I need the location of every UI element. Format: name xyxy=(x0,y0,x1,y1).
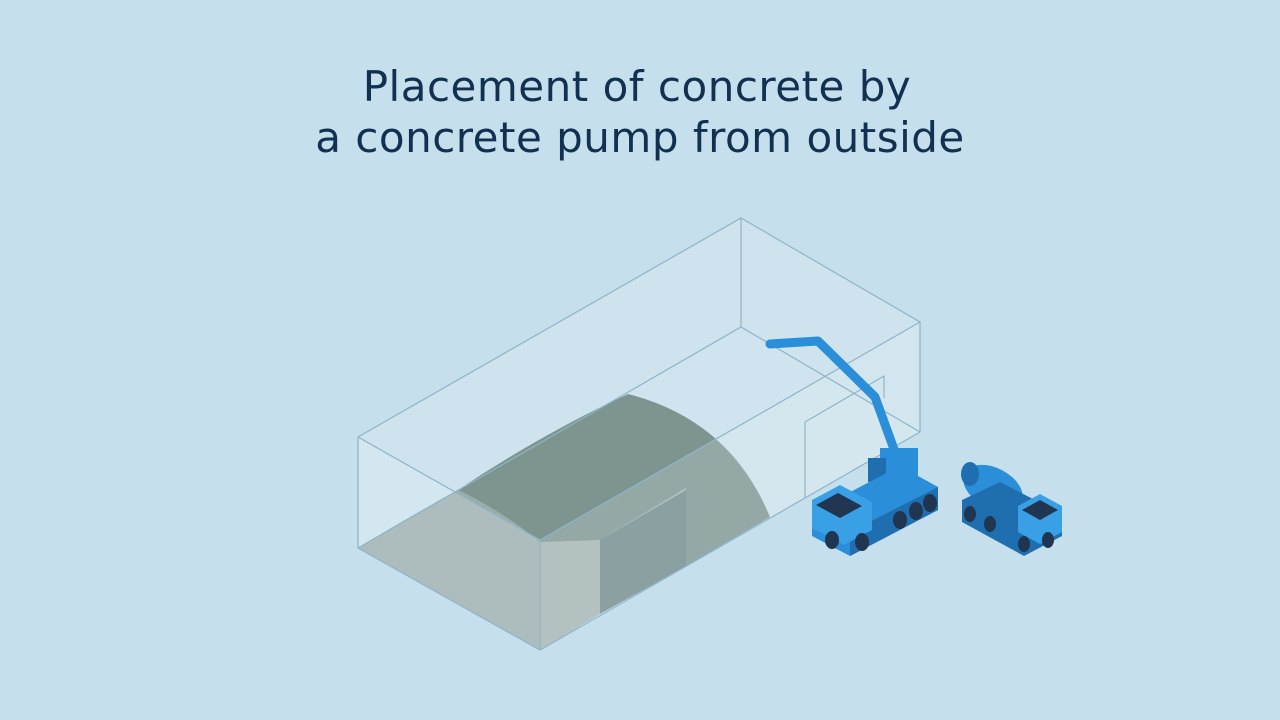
title-line-2: a concrete pump from outside xyxy=(315,113,965,162)
formwork-door-panel xyxy=(600,490,686,614)
building-front-wall xyxy=(358,437,540,650)
formwork-front-face xyxy=(358,490,540,650)
building-right-front-wall xyxy=(540,322,920,650)
mixer-truck-windshield xyxy=(1022,500,1058,520)
building-edges xyxy=(357,217,922,651)
diagram-title: Placement of concrete by a concrete pump… xyxy=(315,62,965,162)
title-line-1: Placement of concrete by xyxy=(363,62,912,111)
pump-truck-windshield xyxy=(816,493,862,518)
building-right-back-wall xyxy=(741,218,920,432)
mixer-truck-wheels xyxy=(964,506,1054,552)
formwork-lower-front xyxy=(540,540,600,650)
concrete-pump-truck xyxy=(765,336,938,556)
concrete-mixer-truck xyxy=(961,462,1062,556)
vault-formwork xyxy=(358,394,770,650)
building-front xyxy=(357,217,922,651)
mixer-drum-end xyxy=(961,462,979,486)
pump-truck-wheels xyxy=(825,494,937,551)
pump-boom xyxy=(765,336,900,457)
formwork-vault-surface xyxy=(458,394,770,566)
building-back-wall xyxy=(358,218,741,548)
